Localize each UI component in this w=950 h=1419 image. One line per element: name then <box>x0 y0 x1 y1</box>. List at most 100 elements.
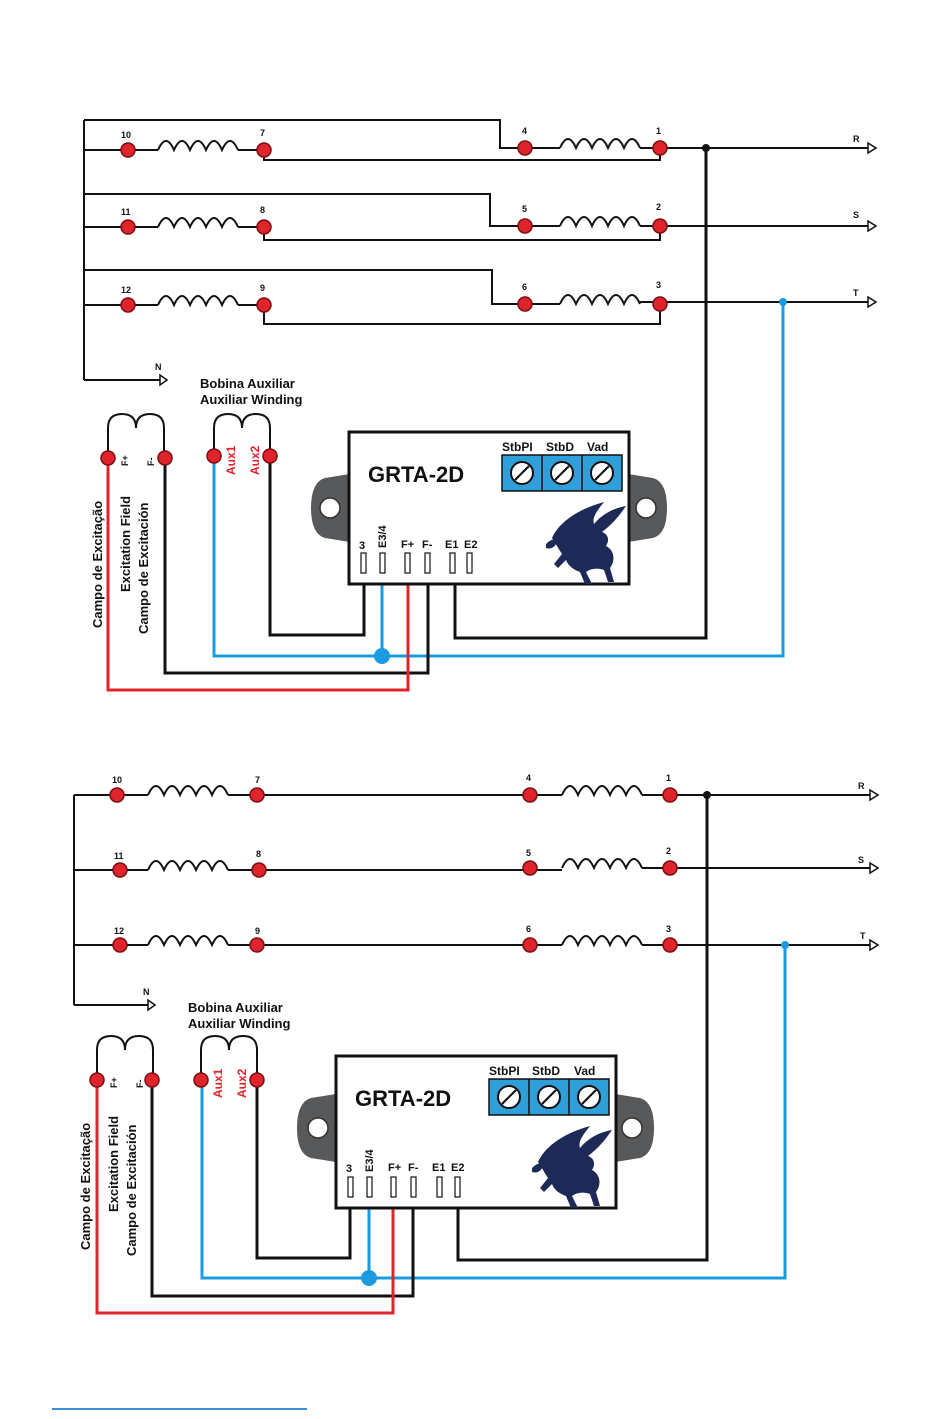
diagram-label: E2 <box>464 539 477 551</box>
terminal-4 <box>517 140 533 156</box>
terminal-5 <box>517 218 533 234</box>
diagram-label: 12 <box>121 285 131 295</box>
potentiometer-stbd-icon <box>549 460 575 486</box>
diagram-label: 11 <box>121 207 131 217</box>
diagram-label: R <box>858 781 865 791</box>
coil-4-1-icon <box>559 138 641 151</box>
neutral-arrow-icon <box>159 373 169 387</box>
coil-row-r: 10 7 4 1 R <box>84 119 878 161</box>
footer-rule <box>52 1408 307 1410</box>
coil-row-r: 10 7 4 1 R <box>74 773 880 803</box>
phase-s-arrow-icon <box>867 219 878 233</box>
aux1-label: Aux1 <box>224 445 238 475</box>
diagram-label: F- <box>135 1080 145 1089</box>
diagram-label: StbPI <box>502 440 533 454</box>
diagram-label: 1 <box>666 773 671 783</box>
terminal-field-positive <box>100 450 116 466</box>
diagram-1: N 10 7 4 1 R <box>83 119 878 692</box>
diagram-label: E1 <box>445 539 458 551</box>
terminal-10 <box>120 142 136 158</box>
diagram-label: T <box>853 288 859 298</box>
diagram-label: 1 <box>656 126 661 136</box>
aux2-wire <box>268 460 366 637</box>
diagram-label: 3 <box>666 924 671 934</box>
phase-t-sense-wire <box>212 302 785 658</box>
regulator-grta-2d: GRTA-2D StbPI StbD Vad 3 E3/4 F+ F- E1 E… <box>297 1054 654 1210</box>
terminal-8 <box>256 219 272 235</box>
diagram-label: Campo de Excitación <box>124 1124 139 1256</box>
coil-6-3-icon <box>559 294 641 307</box>
diagram-label: F- <box>408 1162 419 1174</box>
coil-12-9-icon <box>157 295 239 308</box>
diagram-label: Bobina Auxiliar <box>188 1000 283 1015</box>
aux-title-pt: Bobina Auxiliar <box>200 376 295 391</box>
diagram-label: E1 <box>432 1162 445 1174</box>
phase-t-arrow-icon <box>867 295 878 309</box>
coil-row-s: 11 8 5 2 S <box>74 846 880 878</box>
diagram-label: Vad <box>574 1064 595 1078</box>
diagram-label: 10 <box>121 130 131 140</box>
diagram-label: S <box>853 210 859 220</box>
potentiometer-stbpi-icon <box>496 1084 522 1110</box>
field-label-es: Campo de Excitación <box>136 502 151 634</box>
diagram-label: F+ <box>109 1077 119 1088</box>
coil-row-t: 12 9 6 3 T <box>84 269 878 325</box>
diagram-label: 9 <box>260 283 265 293</box>
field-positive-wire <box>106 460 410 692</box>
diagram-label: 9 <box>255 926 260 936</box>
terminal-aux1 <box>206 448 222 464</box>
diagram-label: T <box>860 931 866 941</box>
terminal-3 <box>652 296 668 312</box>
diagram-label: R <box>853 134 860 144</box>
diagram-label: 3 <box>656 280 661 290</box>
diagram-label: 10 <box>112 775 122 785</box>
diagram-label: 8 <box>260 205 265 215</box>
diagram-label: Auxiliar Winding <box>188 1016 290 1031</box>
diagram-label: F- <box>422 539 433 551</box>
coil-4-1-icon <box>561 785 643 798</box>
diagram-label: 2 <box>666 846 671 856</box>
terminal-9 <box>256 297 272 313</box>
diagram-label: E3/4 <box>377 524 389 548</box>
diagram-label: F+ <box>120 455 130 466</box>
neutral-label: N <box>155 362 162 372</box>
diagram-label: Aux2 <box>235 1068 249 1098</box>
terminal-1 <box>652 140 668 156</box>
diagram-label: F+ <box>388 1162 401 1174</box>
regulator-grta-2d: GRTA-2D StbPI StbD Vad 3 E3/4 F+ F- E1 E… <box>311 430 667 586</box>
diagram-label: 3 <box>359 540 365 552</box>
neutral-arrow-icon <box>147 998 157 1012</box>
phase-t-arrow-icon <box>869 938 880 952</box>
diagram-label: StbD <box>532 1064 560 1078</box>
diagram-label: 7 <box>260 128 265 138</box>
potentiometer-stbpi-icon <box>509 460 535 486</box>
diagram-label: 11 <box>114 851 124 861</box>
diagram-label: Excitation Field <box>106 1116 121 1212</box>
diagram-label: GRTA-2D <box>355 1086 451 1111</box>
diagram-label: 4 <box>526 773 531 783</box>
diagram-label: N <box>143 987 150 997</box>
diagram-2: N 10 7 4 1 R <box>73 773 880 1315</box>
field-label-pt: Campo de Excitação <box>90 501 105 628</box>
coil-10-7-icon <box>157 140 239 153</box>
terminal-12 <box>120 297 136 313</box>
field-negative-wire <box>163 460 430 675</box>
diagram-label: Aux1 <box>211 1068 225 1098</box>
diagram-label: F+ <box>401 539 414 551</box>
terminal-7 <box>256 142 272 158</box>
terminal-2 <box>652 218 668 234</box>
field-coil-icon <box>107 412 165 456</box>
diagram-label: E3/4 <box>364 1148 376 1172</box>
diagram-label: StbD <box>546 440 574 454</box>
coil-5-2-icon <box>559 216 641 229</box>
diagram-label: 6 <box>522 282 527 292</box>
diagram-label: 6 <box>526 924 531 934</box>
diagram-label: 7 <box>255 775 260 785</box>
diagram-label: 4 <box>522 126 527 136</box>
coil-11-8-icon <box>147 860 229 873</box>
diagram-label: S <box>858 855 864 865</box>
diagram-label: 8 <box>256 849 261 859</box>
coil-row-s: 11 8 5 2 S <box>84 193 878 241</box>
diagram-label: 5 <box>522 204 527 214</box>
aux-title-en: Auxiliar Winding <box>200 392 302 407</box>
